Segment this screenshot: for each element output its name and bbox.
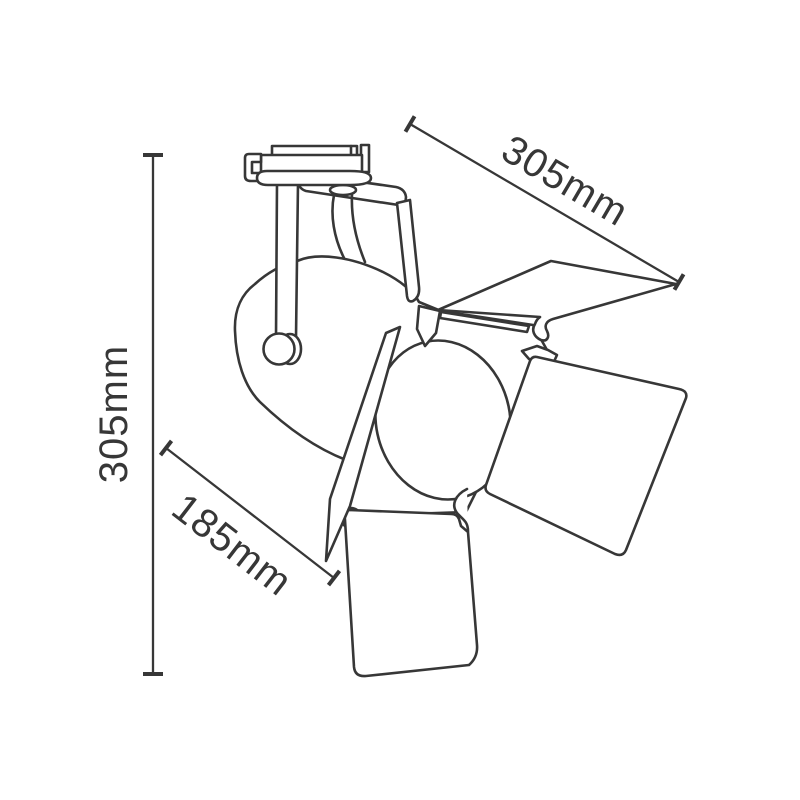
- adapter-base: [255, 169, 373, 187]
- frame-hinge-top-left: [415, 304, 442, 348]
- dimension-housing-depth: [158, 439, 342, 587]
- track-adapter: [243, 143, 373, 187]
- yoke-arm: [274, 181, 300, 339]
- dimension-height: [143, 153, 163, 676]
- dimension-barn-door-span: [403, 115, 686, 291]
- frame-curl-bottom-right: [453, 487, 470, 533]
- housing-detail-line-right: [350, 192, 367, 264]
- dimension-label-height: 305mm: [91, 344, 136, 484]
- yoke-bracket-leg: [395, 198, 421, 303]
- barn-door-top: [436, 259, 678, 342]
- housing-detail-line-left: [331, 193, 346, 260]
- barn-door-bottom: [343, 508, 479, 678]
- barn-door-left: [324, 325, 402, 563]
- barn-door-right: [484, 355, 688, 557]
- pivot-knob: [262, 332, 296, 366]
